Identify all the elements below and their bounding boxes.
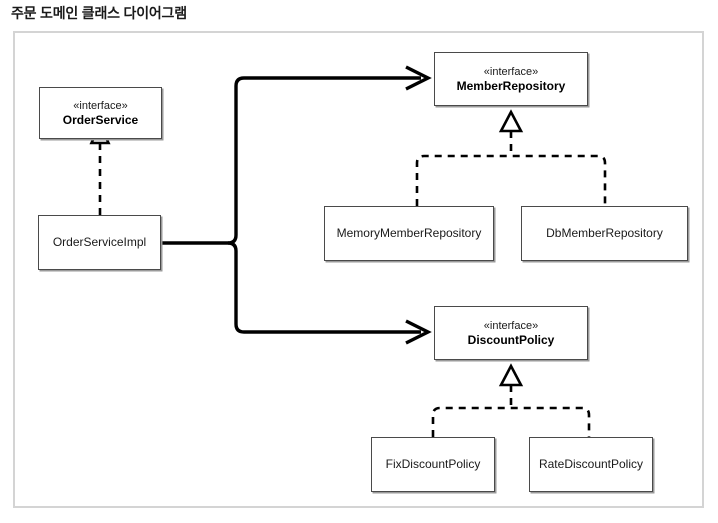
uml-node-fix-discount-policy[interactable]: FixDiscountPolicy <box>371 437 495 492</box>
edge-member-repository-realizations <box>415 109 607 206</box>
uml-node-order-service[interactable]: «interface» OrderService <box>39 87 162 139</box>
stereotype-label: «interface» <box>483 319 539 332</box>
hollow-triangle-icon <box>498 109 524 133</box>
uml-node-discount-policy[interactable]: «interface» DiscountPolicy <box>434 306 588 360</box>
uml-node-memory-member-repository[interactable]: MemoryMemberRepository <box>324 206 494 261</box>
page-title: 주문 도메인 클래스 다이어그램 <box>11 5 187 21</box>
realization-dashed-bracket <box>431 406 591 437</box>
realization-dashed-bracket <box>415 154 607 206</box>
stereotype-label: «interface» <box>73 99 128 112</box>
dependency-branch-discount-policy <box>227 241 421 334</box>
class-name: FixDiscountPolicy <box>385 457 481 471</box>
hollow-triangle-icon <box>498 363 524 387</box>
class-name: RateDiscountPolicy <box>538 457 644 471</box>
open-arrow-icon <box>405 319 432 345</box>
uml-node-db-member-repository[interactable]: DbMemberRepository <box>521 206 688 261</box>
class-name: MemberRepository <box>456 78 566 93</box>
edge-impl-dependencies <box>161 65 432 345</box>
stereotype-label: «interface» <box>483 65 539 78</box>
uml-node-member-repository[interactable]: «interface» MemberRepository <box>434 52 588 106</box>
uml-node-rate-discount-policy[interactable]: RateDiscountPolicy <box>529 437 653 492</box>
class-name: OrderService <box>62 112 139 127</box>
class-name: MemoryMemberRepository <box>336 226 482 240</box>
class-name: OrderServiceImpl <box>52 235 147 249</box>
edge-discount-policy-realizations <box>431 363 591 437</box>
uml-node-order-service-impl[interactable]: OrderServiceImpl <box>38 215 161 270</box>
class-name: DbMemberRepository <box>546 226 663 240</box>
class-name: DiscountPolicy <box>467 332 555 347</box>
open-arrow-icon <box>405 65 432 91</box>
